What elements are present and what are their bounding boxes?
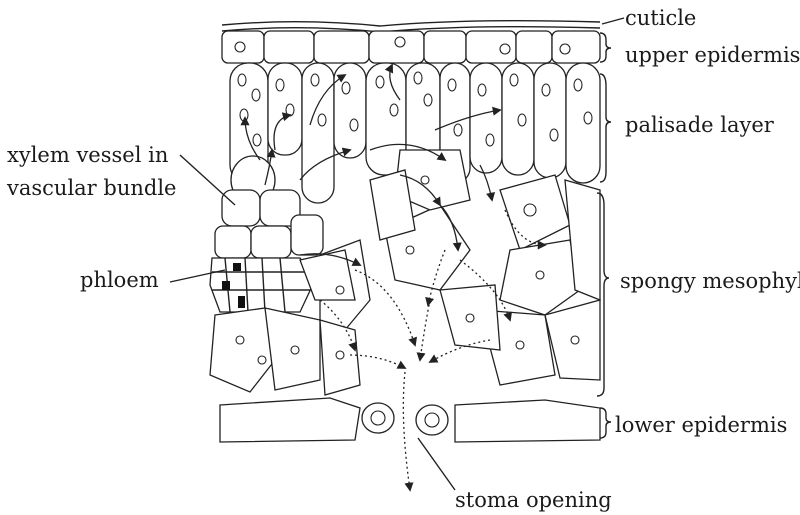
xylem-label-line1: xylem vessel in: [7, 143, 168, 167]
palisade-layer-label: palisade layer: [625, 113, 775, 137]
cuticle-label: cuticle: [625, 6, 696, 30]
lower-epidermis-label: lower epidermis: [615, 413, 787, 437]
upper-epidermis-label: upper epidermis: [625, 43, 800, 67]
phloem-label: phloem: [80, 268, 159, 292]
stoma-opening-label: stoma opening: [455, 488, 612, 512]
xylem-label-line2: vascular bundle: [6, 176, 176, 200]
cuticle: [222, 21, 600, 32]
spongy-mesophyl-label: spongy mesophyl: [620, 269, 800, 293]
lower-epidermis: [220, 398, 600, 442]
phloem: [210, 258, 315, 312]
upper-epidermis: [222, 31, 600, 63]
